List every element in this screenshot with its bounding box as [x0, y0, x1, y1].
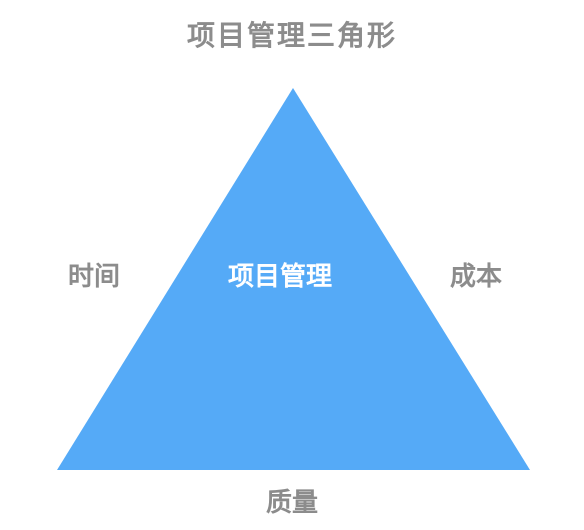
diagram-title: 项目管理三角形 [186, 19, 397, 52]
center-label: 项目管理 [228, 262, 333, 292]
project-management-triangle [57, 88, 530, 470]
right-side-label: 成本 [450, 262, 503, 292]
left-side-label: 时间 [68, 262, 121, 292]
bottom-side-label: 质量 [265, 488, 318, 518]
